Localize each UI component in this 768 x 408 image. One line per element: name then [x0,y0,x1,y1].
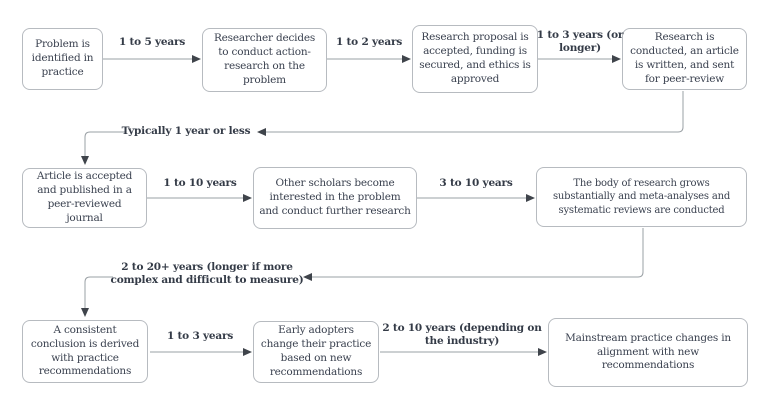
arrow-research-to-article-right [257,91,684,136]
flow-box-mainstream-practice: Mainstream practice changes in alignment… [548,318,748,387]
connector-label-2-to-20-plus-years: 2 to 20+ years (longer if more complex a… [110,261,304,286]
arrow-body-to-conclusion-right [303,228,644,281]
connector-label-1-to-3-years-longer: 1 to 3 years (or longer) [536,29,624,54]
flow-box-research-grows: The body of research grows substantially… [536,167,747,227]
flow-box-conclusion-derived: A consistent conclusion is derived with … [22,320,148,383]
flow-box-researcher-decides: Researcher decides to conduct action-res… [202,28,327,92]
flow-box-research-conducted: Research is conducted, an article is wri… [622,28,747,90]
flow-box-early-adopters: Early adopters change their practice bas… [253,321,379,383]
arrow-research-to-article-left [81,131,125,165]
flow-box-scholars-interested: Other scholars become interested in the … [253,167,417,229]
flow-box-problem-identified: Problem is identified in practice [22,28,103,90]
connector-label-3-to-10-years: 3 to 10 years [439,177,513,189]
arrow-body-to-conclusion-left [81,276,113,317]
connector-label-1-to-10-years: 1 to 10 years [163,177,237,189]
connector-label-1-to-5-years: 1 to 5 years [118,36,186,48]
flow-box-article-published: Article is accepted and published in a p… [22,168,147,228]
connector-label-1-to-3-years: 1 to 3 years [166,330,234,342]
flow-box-proposal-accepted: Research proposal is accepted, funding i… [412,25,538,93]
connector-label-typically-1-year: Typically 1 year or less [121,125,251,137]
connector-label-1-to-2-years: 1 to 2 years [335,36,403,48]
connector-label-2-to-10-years: 2 to 10 years (depending on the industry… [382,322,542,347]
